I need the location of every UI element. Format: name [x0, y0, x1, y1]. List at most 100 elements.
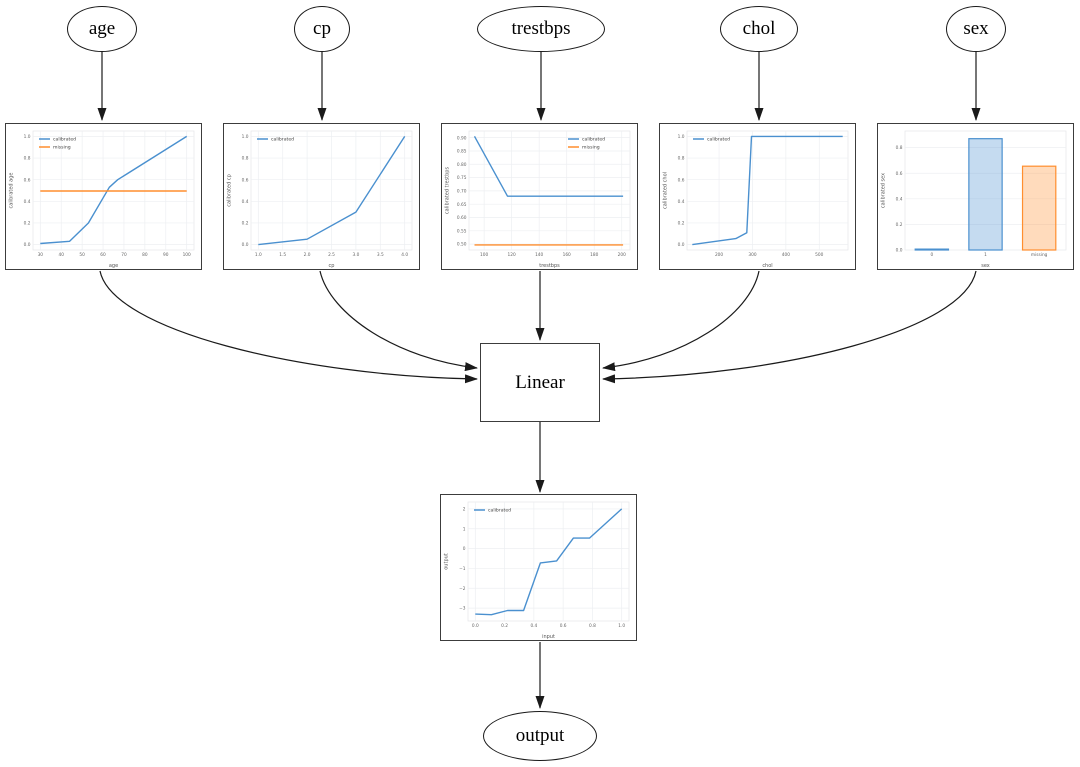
svg-text:0.6: 0.6 — [24, 177, 31, 183]
svg-text:0.8: 0.8 — [24, 156, 31, 162]
svg-text:140: 140 — [535, 252, 543, 258]
svg-text:0.0: 0.0 — [678, 242, 685, 248]
node-sex: sex — [946, 6, 1006, 52]
svg-text:0.8: 0.8 — [589, 623, 596, 629]
svg-text:0.55: 0.55 — [457, 228, 467, 234]
node-trestbps: trestbps — [477, 6, 605, 52]
svg-text:calibrated: calibrated — [707, 137, 730, 143]
svg-text:input: input — [542, 634, 555, 640]
svg-text:0.60: 0.60 — [457, 215, 467, 221]
svg-text:missing: missing — [582, 145, 600, 151]
svg-text:0.6: 0.6 — [896, 171, 903, 177]
svg-text:0.2: 0.2 — [678, 221, 685, 227]
svg-text:180: 180 — [590, 252, 598, 258]
svg-text:calibrated cp: calibrated cp — [227, 174, 233, 207]
svg-text:3.5: 3.5 — [377, 252, 384, 258]
svg-text:0.2: 0.2 — [501, 623, 508, 629]
svg-text:400: 400 — [782, 252, 790, 258]
node-trestbps-label: trestbps — [511, 18, 571, 39]
chol-calibration-plot: 0.0 0.2 0.4 0.6 0.8 1.0 200 300 400 500 chol calibr… — [659, 123, 856, 270]
node-chol-label: chol — [742, 18, 776, 39]
svg-text:160: 160 — [563, 252, 571, 258]
svg-text:1.0: 1.0 — [618, 623, 625, 629]
svg-text:0.8: 0.8 — [242, 156, 249, 162]
svg-text:0.4: 0.4 — [678, 199, 685, 205]
node-output: output — [483, 711, 597, 761]
svg-text:2.0: 2.0 — [304, 252, 311, 258]
svg-text:calibrated chol: calibrated chol — [663, 172, 669, 209]
edge-ageplot-to-linear — [99, 270, 478, 384]
edge-sexplot-to-linear — [602, 270, 977, 384]
svg-text:0.4: 0.4 — [896, 196, 903, 202]
svg-text:0.4: 0.4 — [24, 199, 31, 205]
node-age-label: age — [88, 18, 116, 39]
svg-text:2.5: 2.5 — [328, 252, 335, 258]
svg-text:500: 500 — [815, 252, 823, 258]
svg-text:calibrated: calibrated — [488, 508, 511, 514]
node-output-label: output — [515, 725, 565, 746]
svg-text:0.75: 0.75 — [457, 175, 467, 181]
node-cp-label: cp — [313, 18, 331, 39]
svg-text:−3: −3 — [459, 606, 466, 612]
svg-text:1.0: 1.0 — [242, 134, 249, 140]
svg-text:−1: −1 — [459, 566, 466, 572]
svg-text:1.0: 1.0 — [678, 134, 685, 140]
svg-text:0.4: 0.4 — [242, 199, 249, 205]
svg-text:chol: chol — [762, 263, 772, 269]
svg-text:3.0: 3.0 — [352, 252, 359, 258]
svg-text:0.6: 0.6 — [678, 177, 685, 183]
svg-text:sex: sex — [981, 263, 990, 269]
svg-text:0.80: 0.80 — [457, 162, 467, 168]
svg-text:100: 100 — [183, 252, 191, 258]
svg-text:120: 120 — [508, 252, 516, 258]
svg-text:0.70: 0.70 — [457, 188, 467, 194]
svg-text:calibrated sex: calibrated sex — [881, 173, 887, 208]
svg-text:0.85: 0.85 — [457, 149, 467, 155]
svg-text:cp: cp — [329, 263, 335, 269]
svg-text:4.0: 4.0 — [401, 252, 408, 258]
svg-text:80: 80 — [142, 252, 148, 258]
svg-text:calibrated: calibrated — [271, 137, 294, 143]
svg-text:1.0: 1.0 — [255, 252, 262, 258]
svg-text:200: 200 — [715, 252, 723, 258]
svg-text:2: 2 — [463, 507, 466, 513]
node-linear: Linear — [480, 343, 600, 422]
svg-text:0.50: 0.50 — [457, 242, 467, 248]
svg-text:60: 60 — [100, 252, 106, 258]
svg-text:30: 30 — [38, 252, 44, 258]
node-linear-label: Linear — [515, 371, 565, 393]
edge-cholplot-to-linear — [602, 270, 760, 372]
node-cp: cp — [294, 6, 350, 52]
svg-text:0.6: 0.6 — [242, 177, 249, 183]
svg-text:0.0: 0.0 — [24, 242, 31, 248]
svg-text:calibrated: calibrated — [53, 137, 76, 143]
svg-text:trestbps: trestbps — [539, 263, 560, 269]
svg-text:0: 0 — [463, 546, 466, 552]
node-sex-label: sex — [963, 18, 989, 39]
svg-text:1.5: 1.5 — [279, 252, 286, 258]
svg-text:−2: −2 — [459, 586, 466, 592]
svg-text:0.6: 0.6 — [560, 623, 567, 629]
svg-text:calibrated age: calibrated age — [9, 173, 15, 209]
svg-text:0.8: 0.8 — [678, 156, 685, 162]
svg-text:1.0: 1.0 — [24, 134, 31, 140]
svg-text:0: 0 — [930, 252, 933, 258]
svg-text:missing: missing — [1031, 252, 1048, 258]
svg-text:40: 40 — [58, 252, 64, 258]
svg-text:200: 200 — [618, 252, 626, 258]
svg-text:50: 50 — [79, 252, 85, 258]
svg-text:0.8: 0.8 — [896, 145, 903, 151]
svg-text:100: 100 — [480, 252, 488, 258]
svg-text:1: 1 — [463, 526, 466, 532]
svg-text:300: 300 — [748, 252, 756, 258]
svg-text:0.0: 0.0 — [472, 623, 479, 629]
node-chol: chol — [720, 6, 798, 52]
